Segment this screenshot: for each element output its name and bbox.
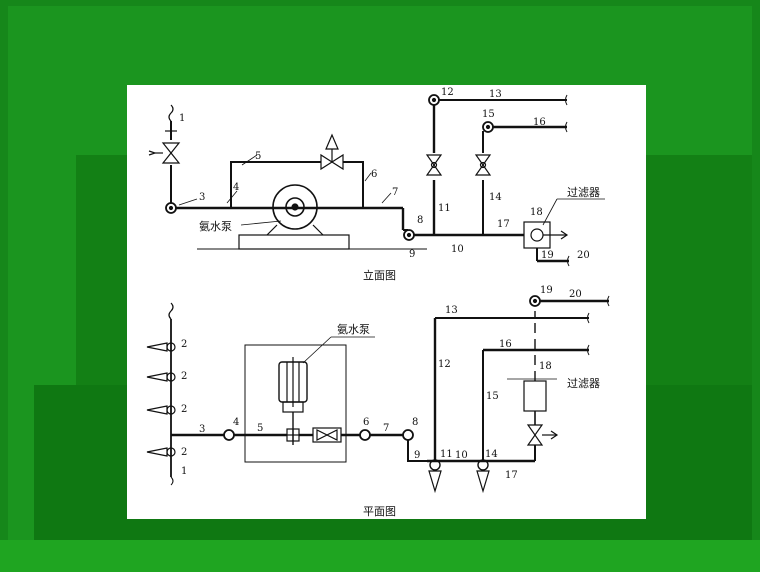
- break-mark-icon: [168, 104, 174, 122]
- label-4: 4: [233, 182, 239, 193]
- label-13: 13: [489, 89, 502, 100]
- plan-label-16: 16: [499, 339, 512, 350]
- branch-valves: [146, 342, 176, 457]
- pump-label: 氨水泵: [199, 220, 232, 233]
- label-8: 8: [417, 215, 423, 226]
- ammonia-pump-plan-icon: [278, 357, 308, 445]
- plan-label-8: 8: [412, 417, 418, 428]
- plan-label-13: 13: [445, 305, 458, 316]
- elevation-view: [148, 94, 605, 267]
- plan-label-17: 17: [505, 470, 518, 481]
- plan-label-14: 14: [485, 449, 498, 460]
- plan-label-2a: 2: [181, 339, 187, 350]
- label-12: 12: [441, 87, 454, 98]
- plan-label-7: 7: [383, 423, 389, 434]
- label-20: 20: [577, 250, 590, 261]
- plan-label-12: 12: [438, 359, 451, 370]
- riser-11-valve-icon: [425, 154, 443, 176]
- plan-filter-label: 过滤器: [567, 377, 600, 390]
- branch-valve-icon: [146, 447, 176, 457]
- label-5: 5: [255, 151, 261, 162]
- label-10: 10: [451, 244, 464, 255]
- bypass-valve-icon: [320, 133, 344, 171]
- plan-pump-label: 氨水泵: [337, 323, 370, 336]
- plan-valve-icon: [312, 427, 342, 443]
- plan-label-2d: 2: [181, 447, 187, 458]
- filter-plan-icon: [507, 378, 557, 412]
- filter-valve-icon: [526, 424, 559, 446]
- plan-label-4: 4: [233, 417, 239, 428]
- break-mark-icon: [168, 302, 174, 320]
- label-11: 11: [438, 203, 451, 214]
- elevation-labels: 1 3 4 5 6 7 8 9 10 11 12 13 14 15 16 17 …: [179, 87, 600, 282]
- plan-label-18: 18: [539, 361, 552, 372]
- label-16: 16: [533, 117, 546, 128]
- label-19: 19: [541, 250, 554, 261]
- label-6: 6: [371, 169, 377, 180]
- plan-caption: 平面图: [363, 505, 396, 518]
- label-14: 14: [489, 192, 502, 203]
- plan-label-11: 11: [440, 449, 453, 460]
- plan-labels: 1 2 2 2 2 3 4 5 6 7 8 9 10 11 12 13 14 1…: [181, 285, 600, 518]
- label-7: 7: [392, 187, 398, 198]
- plan-label-9: 9: [414, 450, 420, 461]
- branch-valve-icon: [146, 342, 176, 352]
- branch-valve-icon: [146, 405, 176, 415]
- label-1: 1: [179, 113, 185, 124]
- plan-label-19: 19: [540, 285, 553, 296]
- plan-label-6: 6: [363, 417, 369, 428]
- plan-label-20: 20: [569, 289, 582, 300]
- label-17: 17: [497, 219, 510, 230]
- branch-valve-icon: [146, 372, 176, 382]
- label-15: 15: [482, 109, 495, 120]
- gate-valve-icon: [148, 142, 181, 164]
- valve-14-icon: [476, 459, 490, 494]
- valve-11-icon: [428, 459, 442, 494]
- plan-view: [146, 295, 610, 494]
- riser-14-valve-icon: [474, 154, 492, 176]
- plan-label-5: 5: [257, 423, 263, 434]
- plan-label-10: 10: [455, 450, 468, 461]
- drawing-panel: 1 3 4 5 6 7 8 9 10 11 12 13 14 15 16 17 …: [127, 85, 646, 519]
- piping-diagram: 1 3 4 5 6 7 8 9 10 11 12 13 14 15 16 17 …: [146, 87, 610, 518]
- label-18: 18: [530, 207, 543, 218]
- elevation-caption: 立面图: [363, 268, 396, 282]
- ammonia-pump-icon: [197, 184, 427, 250]
- plan-label-3: 3: [199, 424, 205, 435]
- filter-label: 过滤器: [567, 186, 600, 199]
- plan-label-15: 15: [486, 391, 499, 402]
- plan-label-2b: 2: [181, 371, 187, 382]
- plan-label-2c: 2: [181, 404, 187, 415]
- label-9: 9: [409, 249, 415, 260]
- label-3: 3: [199, 192, 205, 203]
- plan-label-1: 1: [181, 466, 187, 477]
